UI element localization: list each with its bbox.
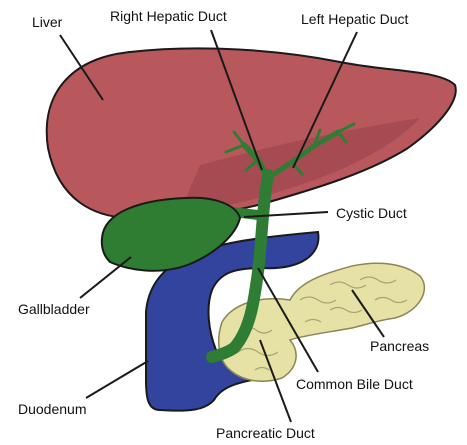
duodenum-label: Duodenum — [18, 401, 87, 417]
right-hepatic-duct-label: Right Hepatic Duct — [110, 8, 227, 24]
pancreas-label: Pancreas — [370, 338, 429, 354]
pancreatic-duct-label: Pancreatic Duct — [216, 425, 315, 441]
gallbladder-leader-line — [80, 257, 131, 298]
cystic-duct-label: Cystic Duct — [336, 205, 407, 221]
liver — [47, 48, 456, 218]
gallbladder-label: Gallbladder — [18, 301, 90, 317]
duodenum-leader-line — [86, 361, 148, 398]
common-bile-duct-label: Common Bile Duct — [296, 376, 413, 392]
left-hepatic-duct-label: Left Hepatic Duct — [301, 11, 408, 27]
liver-label: Liver — [32, 14, 62, 30]
